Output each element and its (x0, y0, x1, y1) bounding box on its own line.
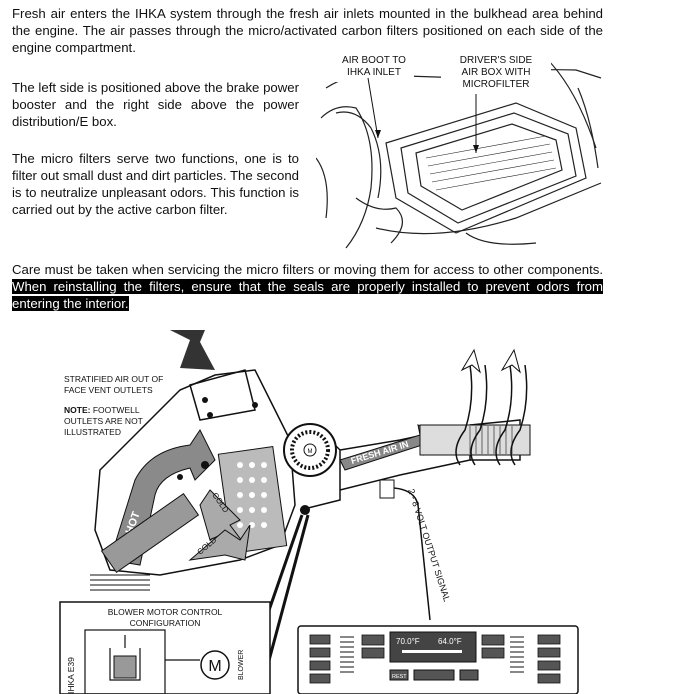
arrow-icon (473, 145, 479, 153)
ihka-system-diagram: HOT COLD COLD M FRESH AIR IN 2 - 8 VOL (59, 330, 579, 694)
note-line-2: OUTLETS ARE NOT (64, 416, 143, 426)
air-outflow-arrow-icon (170, 330, 215, 370)
left-side-paragraph: The left side is positioned above the br… (12, 80, 299, 129)
airbox-label-1: DRIVER'S SIDE (460, 55, 533, 66)
arrow-icon (375, 130, 381, 138)
inlet-arrow-icon (460, 348, 481, 374)
stratified-label-1: STRATIFIED AIR OUT OF (64, 374, 163, 384)
blower-control-title-2: CONFIGURATION (130, 618, 201, 628)
inlet-arrow-icon (500, 348, 521, 374)
panel-button (413, 669, 455, 681)
intro-paragraph: Fresh air enters the IHKA system through… (12, 6, 603, 55)
airbox-label-3: MICROFILTER (462, 79, 529, 90)
blower-resistor (113, 655, 137, 679)
note-text-1: FOOTWELL (90, 405, 139, 415)
note-bold: NOTE: (64, 405, 91, 415)
heater-hose (100, 492, 200, 574)
micro-filters-paragraph: The micro filters serve two functions, o… (12, 151, 299, 217)
blower-connector (379, 479, 395, 499)
air-boot-label-1: AIR BOOT TO (342, 55, 406, 66)
motor-symbol: M (208, 658, 221, 675)
note-line-3: ILLUSTRATED (64, 427, 121, 437)
stratified-label-2: FACE VENT OUTLETS (64, 385, 153, 395)
rest-button (389, 669, 409, 681)
care-paragraph: Care must be taken when servicing the mi… (12, 261, 603, 312)
blower-motor-icon (200, 650, 230, 680)
air-boot-leader-line (367, 77, 379, 139)
care-text: Care must be taken when servicing the mi… (12, 262, 603, 277)
cold-air-arrow-lower (188, 524, 251, 561)
airbox-illustration: AIR BOOT TO IHKA INLET DRIVER'S SIDE AIR… (316, 52, 602, 249)
temp-left-readout: 70.0°F (396, 637, 420, 646)
care-warning-highlight: When reinstalling the filters, ensure th… (12, 279, 603, 311)
signal-wire (393, 487, 431, 621)
blower-control-title-1: BLOWER MOTOR CONTROL (108, 607, 223, 617)
air-boot-label-2: IHKA INLET (347, 67, 401, 78)
note-line-1: NOTE: FOOTWELL (64, 405, 140, 415)
temp-right-readout: 64.0°F (438, 637, 462, 646)
rest-button-label: REST (392, 674, 407, 680)
control-panel-display (389, 631, 477, 663)
airbox-label-2: AIR BOX WITH (462, 67, 531, 78)
volt-signal-label: 2 - 8 VOLT OUTPUT SIGNAL (406, 488, 452, 603)
blower-wheel-motor-label: M (308, 449, 313, 455)
ihka-e39-label: IHKA E39 (66, 657, 76, 694)
blower-label: BLOWER (238, 650, 245, 680)
evaporator-core (217, 446, 288, 554)
panel-button (459, 669, 479, 681)
